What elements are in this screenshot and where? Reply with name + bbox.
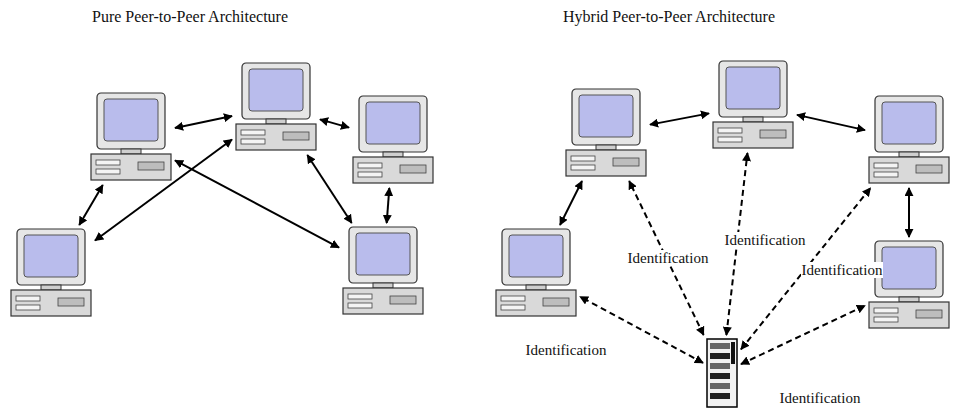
edge-label: Identification: [779, 390, 862, 406]
computer-drawing: [342, 226, 424, 316]
computer-icon: [565, 88, 647, 178]
peer-link: [79, 185, 103, 225]
edge-label: Identification: [724, 232, 807, 248]
diagram-heading: Hybrid Peer-to-Peer Architecture: [563, 8, 775, 26]
computer-icon: [352, 95, 434, 185]
peer-link: [650, 113, 709, 124]
peer-link: [387, 188, 390, 223]
computer-icon: [342, 226, 424, 316]
computer-icon: [712, 60, 794, 150]
computer-icon: [235, 62, 317, 152]
peer-link: [175, 116, 232, 128]
peer-link: [320, 119, 349, 127]
diagram-heading: Pure Peer-to-Peer Architecture: [92, 8, 288, 26]
computer-drawing: [495, 228, 577, 318]
computer-icon: [868, 95, 950, 185]
computer-drawing: [868, 240, 950, 330]
computer-icon: [90, 92, 172, 182]
server-icon: [706, 338, 738, 408]
edge-label: Identification: [525, 342, 608, 358]
computer-drawing: [10, 228, 92, 318]
computer-icon: [868, 240, 950, 330]
computer-icon: [10, 228, 92, 318]
edge-label: Identification: [801, 262, 884, 278]
computer-drawing: [712, 60, 794, 150]
peer-link: [175, 160, 339, 247]
server-drawing: [706, 338, 738, 408]
peer-link: [797, 115, 865, 130]
peer-link: [560, 181, 582, 225]
computer-icon: [495, 228, 577, 318]
computer-drawing: [352, 95, 434, 185]
computer-drawing: [235, 62, 317, 152]
identification-link: [741, 306, 865, 364]
edge-label: Identification: [627, 250, 710, 266]
computer-drawing: [868, 95, 950, 185]
peer-link: [307, 155, 351, 223]
computer-drawing: [565, 88, 647, 178]
computer-drawing: [90, 92, 172, 182]
peer-link: [908, 188, 910, 237]
